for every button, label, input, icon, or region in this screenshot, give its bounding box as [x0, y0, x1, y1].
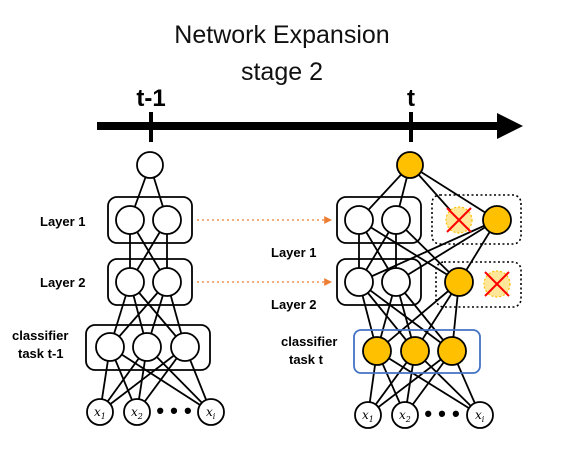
left-input-label-xi: xi — [206, 405, 216, 421]
left-layer2-node — [152, 267, 182, 297]
right-classifier-label-line2: task t — [289, 352, 324, 367]
right-layer1-node — [381, 205, 411, 235]
right-layer1-label: Layer 1 — [271, 245, 317, 260]
pruned-node-layer1 — [445, 206, 473, 234]
left-layer1-box — [107, 196, 193, 244]
left-classifier-box — [85, 324, 211, 371]
right-layer2-box — [336, 258, 422, 306]
right-layer1-new-node — [482, 205, 512, 235]
right-classifier-node — [400, 336, 430, 366]
tick-label-left: t-1 — [136, 85, 165, 112]
left-classifier-node — [170, 332, 200, 362]
left-input-node — [197, 398, 225, 426]
left-layer2-box — [107, 258, 193, 306]
left-layer2-label: Layer 2 — [40, 275, 86, 290]
right-network — [358, 164, 498, 416]
left-layer1-node — [152, 205, 182, 235]
timeline: t-1 t — [97, 85, 523, 142]
tick-label-right: t — [407, 85, 415, 112]
left-output-node — [136, 151, 164, 179]
left-layer1-node — [115, 205, 145, 235]
right-input-node — [354, 401, 382, 429]
right-input-node — [466, 401, 494, 429]
right-layer1-expansion-box — [431, 194, 522, 245]
title-line-1: Network Expansion — [174, 21, 389, 49]
left-input-node — [123, 398, 151, 426]
left-classifier-label-line1: classifier — [12, 328, 68, 343]
right-input-label-xi: xi — [475, 408, 485, 424]
right-classifier-box — [353, 329, 481, 374]
right-input-label-x2: x2 — [399, 408, 411, 424]
right-classifier-label-line1: classifier — [281, 334, 337, 349]
title-line-2: stage 2 — [241, 58, 323, 86]
right-input-label-x1: x1 — [362, 408, 374, 424]
left-classifier-node — [95, 332, 125, 362]
left-input-ellipsis: • • • — [156, 398, 191, 423]
pruned-node-layer2 — [483, 270, 511, 298]
right-layer2-expansion-box — [435, 261, 522, 308]
left-layer1-label: Layer 1 — [40, 214, 86, 229]
left-input-node — [86, 398, 114, 426]
right-layer2-label: Layer 2 — [271, 297, 317, 312]
right-output-node — [396, 151, 424, 179]
right-layer1-node — [344, 205, 374, 235]
right-input-ellipsis: • • • — [424, 401, 459, 426]
left-layer2-node — [115, 267, 145, 297]
right-layer2-new-node — [444, 267, 474, 297]
left-input-label-x1: x1 — [94, 405, 106, 421]
right-classifier-node — [362, 336, 392, 366]
right-layer2-node — [344, 267, 374, 297]
right-input-node — [391, 401, 419, 429]
left-input-label-x2: x2 — [131, 405, 143, 421]
right-layer1-box — [336, 196, 422, 244]
right-classifier-node — [437, 336, 467, 366]
left-classifier-label-line2: task t-1 — [18, 346, 64, 361]
left-classifier-node — [132, 332, 162, 362]
right-layer2-node — [381, 267, 411, 297]
